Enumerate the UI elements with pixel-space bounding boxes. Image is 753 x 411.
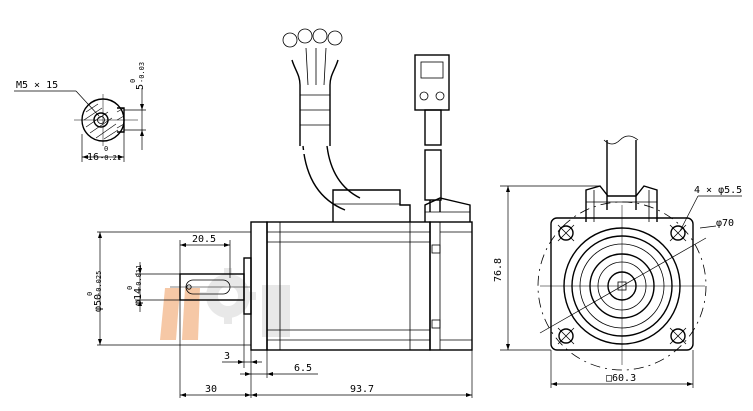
watermark-gear-icon xyxy=(200,268,256,324)
svg-text:0: 0 xyxy=(86,292,94,296)
svg-text:-0.011: -0.011 xyxy=(135,265,143,290)
motor-side-view xyxy=(170,189,473,351)
pitch-circle-callout: φ70 xyxy=(716,218,734,229)
svg-text:-0.025: -0.025 xyxy=(95,271,103,296)
shaft-diameter-dimension: φ14 0 -0.011 xyxy=(126,265,144,306)
mount-hole-top-left-icon xyxy=(557,224,575,242)
svg-text:5: 5 xyxy=(135,84,146,90)
key-width-dimension: 5 0 -0.03 xyxy=(129,62,146,90)
flange-diameter-dimension: φ50 0 -0.025 xyxy=(86,271,104,312)
svg-text:0: 0 xyxy=(126,286,134,290)
shaft-length-dimension: 30 xyxy=(205,384,217,395)
mount-hole-bottom-left-icon xyxy=(557,327,575,345)
flange-thickness-dimension: 6.5 xyxy=(294,363,312,374)
motor-front-view xyxy=(537,135,707,371)
mount-hole-bottom-right-icon xyxy=(669,327,687,345)
shaft-section-detail xyxy=(74,94,138,146)
square-size-dimension: □60.3 xyxy=(606,373,636,384)
body-length-dimension: 93.7 xyxy=(350,384,374,395)
svg-text:76.8: 76.8 xyxy=(493,258,504,282)
svg-text:-0.03: -0.03 xyxy=(138,62,146,83)
mount-hole-top-right-icon xyxy=(669,224,687,242)
thread-callout-label: M5 × 15 xyxy=(16,80,58,91)
svg-text:0: 0 xyxy=(129,79,137,83)
height-dimension: 76.8 xyxy=(493,258,504,282)
boss-thickness-dimension: 3 xyxy=(224,351,230,362)
key-length-dimension: 20.5 xyxy=(192,234,216,245)
svg-text:16: 16 xyxy=(87,152,99,163)
svg-text:φ50: φ50 xyxy=(93,294,104,312)
mount-holes-callout: 4 × φ5.5 xyxy=(694,185,742,196)
svg-text:0: 0 xyxy=(104,145,108,153)
encoder-cable xyxy=(414,54,450,212)
svg-text:-0.21: -0.21 xyxy=(100,154,121,162)
power-cable xyxy=(282,28,361,211)
key-height-dimension: 16 0 -0.21 xyxy=(87,145,121,163)
svg-text:φ14: φ14 xyxy=(133,288,144,306)
